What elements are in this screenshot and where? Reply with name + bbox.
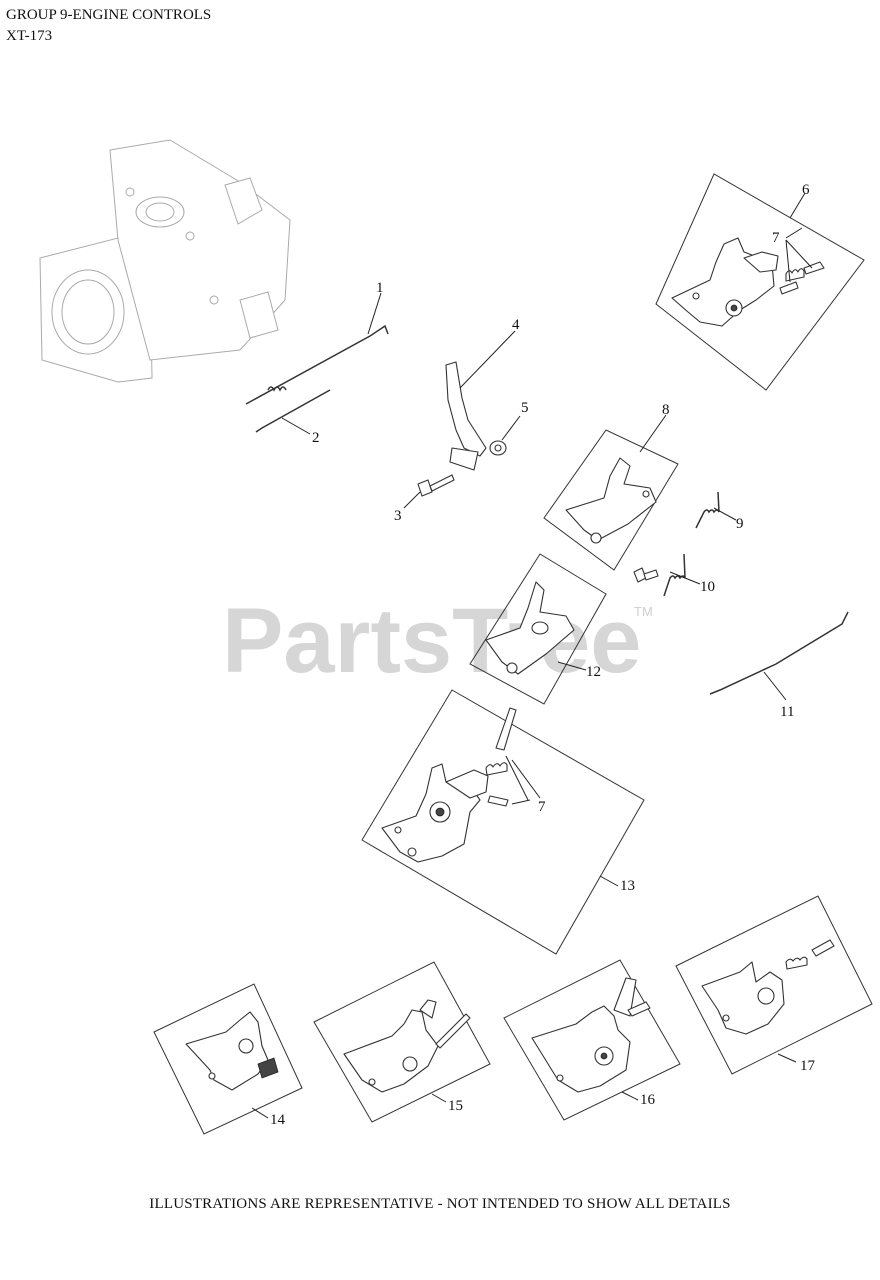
spring-and-screw-13	[485, 707, 517, 807]
callout-13: 13	[620, 878, 635, 894]
link-spring	[267, 386, 287, 392]
part-8-box	[543, 429, 679, 571]
control-assembly-17	[701, 939, 835, 1035]
callout-4: 4	[512, 317, 520, 333]
callout-5: 5	[521, 400, 529, 416]
part-12-box	[469, 553, 607, 705]
part-13-box	[361, 689, 645, 955]
bracket-8	[565, 457, 657, 544]
part-14-box	[153, 983, 303, 1135]
governor-lever	[445, 361, 487, 457]
callout-1: 1	[376, 280, 384, 296]
callout-8: 8	[662, 402, 670, 418]
choke-link-rod	[255, 389, 331, 433]
callout-17: 17	[800, 1058, 816, 1074]
footer-note: ILLUSTRATIONS ARE REPRESENTATIVE - NOT I…	[149, 1196, 731, 1212]
group-title: GROUP 9-ENGINE CONTROLS	[6, 7, 212, 23]
callout-15: 15	[448, 1098, 463, 1114]
control-assembly-13	[381, 763, 489, 863]
callout-7a: 7	[772, 230, 780, 246]
callout-16: 16	[640, 1092, 656, 1108]
callout-3: 3	[394, 508, 402, 524]
spring-9	[695, 491, 720, 529]
callout-10: 10	[700, 579, 715, 595]
callout-12: 12	[586, 664, 601, 680]
callout-2: 2	[312, 430, 320, 446]
lever-nut	[489, 440, 507, 456]
part-16-box	[503, 959, 681, 1121]
screw-10	[633, 567, 659, 583]
part-15-box	[313, 961, 491, 1123]
watermark-tm: TM	[634, 604, 653, 619]
bracket-12	[485, 581, 575, 675]
callout-9: 9	[736, 516, 744, 532]
engine-block	[39, 139, 291, 383]
callout-6: 6	[802, 182, 810, 198]
diagram-code: XT-173	[6, 28, 53, 44]
part-17-box	[675, 895, 873, 1075]
throttle-rod-11	[709, 611, 849, 695]
control-assembly-15	[343, 999, 471, 1093]
callout-7b: 7	[538, 799, 546, 815]
spring-and-screw-7	[779, 261, 825, 295]
control-assembly-14	[185, 1011, 279, 1091]
spring-10	[663, 553, 686, 597]
part-6-box	[655, 173, 865, 391]
lever-bolt	[417, 474, 455, 497]
watermark-text: PartsTree	[222, 590, 641, 692]
control-bracket-assembly-6	[671, 237, 779, 327]
control-assembly-16	[531, 977, 651, 1093]
governor-link-rod	[245, 324, 389, 405]
callout-11: 11	[780, 704, 794, 720]
callout-14: 14	[270, 1112, 286, 1128]
